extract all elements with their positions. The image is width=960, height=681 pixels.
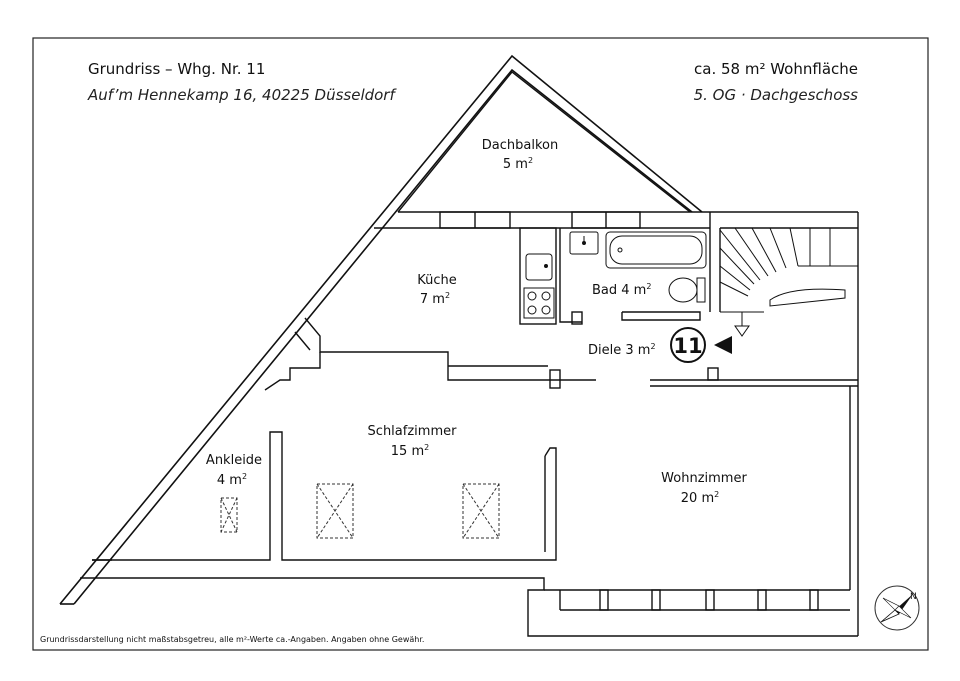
room-label-wohnzimmer: Wohnzimmer [661,471,747,486]
outer-walls [59,54,703,605]
room-area-wohnzimmer: 20 m2 [681,490,719,506]
entrance-arrow-icon [714,336,732,354]
room-label-dachbalkon: Dachbalkon [482,138,558,153]
balcony-boundary [397,71,691,213]
plan-address: Auf’m Hennekamp 16, 40225 Düsseldorf [88,86,395,104]
room-label-schlafzimmer: Schlafzimmer [368,424,458,439]
disclaimer: Grundrissdarstellung nicht maßstabsgetre… [40,635,425,644]
unit-badge-circle [670,327,706,363]
compass-icon: N [874,585,920,631]
room-area-ankleide: 4 m2 [217,472,247,488]
sheet-border [32,37,929,651]
bathtub [605,231,707,269]
skylight-ankleide [220,497,238,533]
compass-letter: N [910,592,917,602]
room-area-kueche: 7 m2 [420,291,450,307]
washbasin [569,231,599,255]
kitchen-stove [523,287,555,319]
room-label-kueche: Küche [417,273,457,288]
room-label-diele: Diele 3 m2 [588,342,656,358]
interior-walls [80,212,859,637]
plan-title: Grundriss – Whg. Nr. 11 [88,60,266,78]
skylight-schlafzimmer-2 [462,483,500,539]
kitchen-fixtures [523,253,555,319]
toilet [668,277,698,303]
room-label-bad: Bad 4 m2 [592,282,651,298]
room-label-ankleide: Ankleide [206,453,262,468]
bath-fixtures [569,231,707,303]
top-wall [374,211,858,312]
skylight-schlafzimmer-1 [316,483,354,539]
room-area-dachbalkon: 5 m2 [503,156,533,172]
floor-level: 5. OG · Dachgeschoss [693,86,858,104]
kitchen-sink [525,253,553,281]
room-area-schlafzimmer: 15 m2 [391,443,429,459]
living-area: ca. 58 m² Wohnfläche [694,60,858,78]
unit-badge: 11 [673,334,702,358]
skylights [220,483,500,539]
staircase [719,227,858,337]
